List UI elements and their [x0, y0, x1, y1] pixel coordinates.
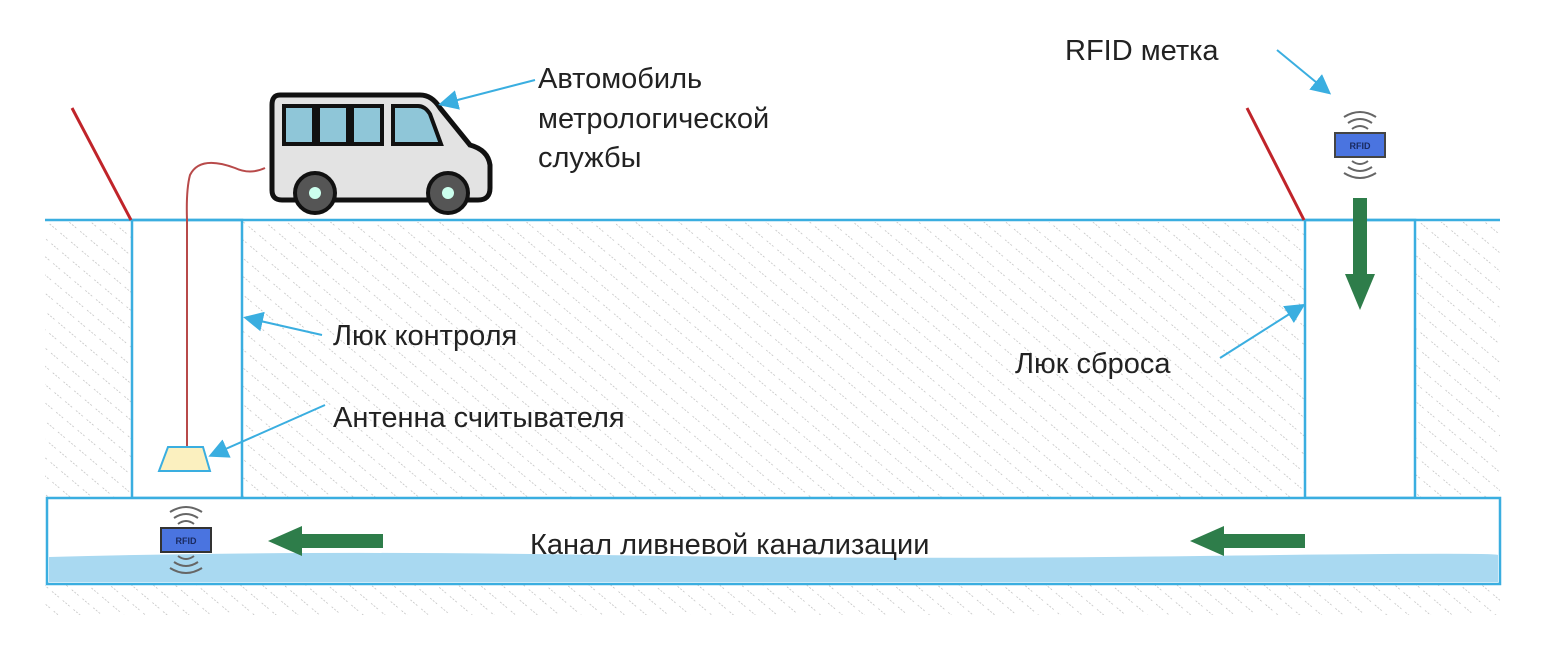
flow-arrow-right: [1190, 526, 1305, 556]
water: [49, 552, 1499, 582]
rfid-badge-text: RFID: [176, 536, 197, 546]
antenna-cable: [185, 161, 266, 448]
rfid-tag-icon-top: RFID: [1334, 111, 1386, 179]
vehicle-label-line3: службы: [538, 142, 641, 174]
ground-hatch-bottom: [45, 585, 1500, 615]
pole-right: [1245, 107, 1306, 221]
flow-arrow-left: [268, 526, 383, 556]
rfid-tag-label: RFID метка: [1065, 35, 1219, 67]
reset-hatch-label: Люк сброса: [1015, 348, 1171, 380]
reader-antenna-label: Антенна считывателя: [333, 402, 625, 434]
rfid-tag-icon-channel: RFID: [160, 506, 212, 574]
rfid-badge-text: RFID: [1350, 141, 1371, 151]
reader-antenna-icon: [157, 446, 212, 472]
van-icon: [269, 92, 493, 215]
control-hatch-label: Люк контроля: [333, 320, 517, 352]
flow-arrow-down: [1345, 198, 1375, 310]
callout-arrows: [208, 49, 1332, 458]
vehicle-label-line2: метрологической: [538, 103, 769, 135]
pole-left: [70, 107, 133, 221]
vehicle-label-line1: Автомобиль: [538, 63, 702, 95]
channel-label: Канал ливневой канализации: [530, 529, 929, 561]
ground-hatch: [45, 222, 1500, 498]
